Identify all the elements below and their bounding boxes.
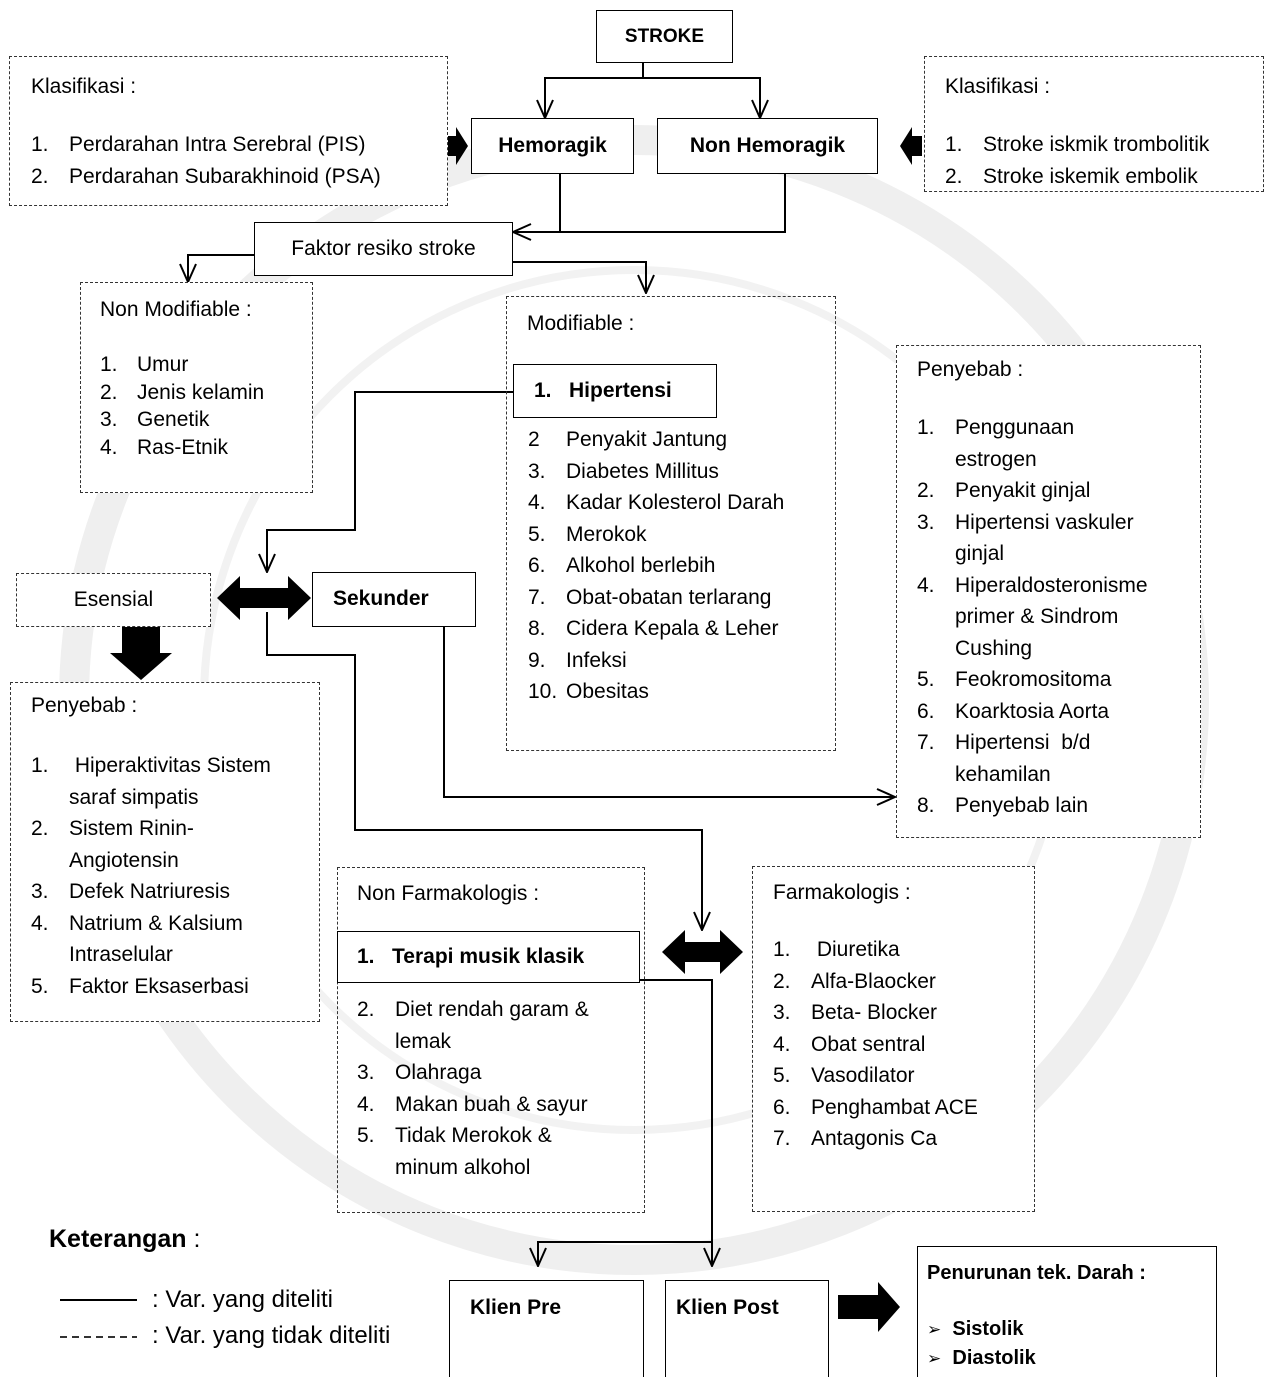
hemoragik-klasifikasi-title: Klasifikasi : <box>31 75 137 98</box>
list-item: 3.Beta- Blocker <box>773 1001 938 1024</box>
modifiable-title: Modifiable : <box>527 312 635 335</box>
farmakologis-title: Farmakologis : <box>773 881 911 904</box>
list-item: 6.Koarktosia Aorta <box>917 699 1110 723</box>
stroke-label: STROKE <box>624 26 705 47</box>
list-item: 2.Penyakit ginjal <box>917 479 1091 502</box>
penyebab-sekunder-box: Penyebab : 1.Penggunaan estrogen 2.Penya… <box>896 345 1201 838</box>
list-item: 3.Genetik <box>100 408 210 431</box>
list-item: 5.Vasodilator <box>773 1064 915 1087</box>
klien-pre-label: Klien Pre <box>470 1296 562 1319</box>
faktor-resiko-box: Faktor resiko stroke <box>254 222 513 276</box>
non-farmakologis-box: Non Farmakologis : 2.Diet rendah garam &… <box>337 867 645 1213</box>
list-item: 4.Hiperaldosteronisme primer & Sindrom C… <box>917 573 1148 660</box>
list-item: 8.Penyebab lain <box>917 794 1089 817</box>
list-item: 3.Hipertensi vaskuler ginjal <box>917 510 1134 566</box>
non-modifiable-box: Non Modifiable : 1.Umur 2.Jenis kelamin … <box>80 282 313 493</box>
stroke-box: STROKE <box>596 10 733 63</box>
penyebab-esensial-list: 1. Hiperaktivitas Sistem saraf simpatis … <box>31 750 316 1002</box>
list-item: 6.Alkohol berlebih <box>528 554 716 577</box>
list-item: 8.Cidera Kepala & Leher <box>528 617 779 640</box>
hemoragik-klasifikasi-box: Klasifikasi : 1.Perdarahan Intra Serebra… <box>9 56 448 206</box>
list-item: 6.Penghambat ACE <box>773 1095 978 1119</box>
non-farmakologis-title: Non Farmakologis : <box>357 882 540 905</box>
faktor-resiko-label: Faktor resiko stroke <box>291 237 476 260</box>
klien-pre-box: Klien Pre <box>449 1280 644 1377</box>
list-item: 4.Natrium & Kalsium Intraselular <box>31 911 243 967</box>
list-item: 7.Antagonis Ca <box>773 1127 938 1150</box>
list-item: 2.Perdarahan Subarakhinoid (PSA) <box>31 164 381 188</box>
list-item: 5.Merokok <box>528 522 647 546</box>
non-farmakologis-list: 2.Diet rendah garam & lemak 3.Olahraga 4… <box>357 994 642 1183</box>
list-item: 4.Kadar Kolesterol Darah <box>528 491 785 514</box>
klien-post-label: Klien Post <box>676 1296 779 1319</box>
terapi-musik-label: 1. Terapi musik klasik <box>357 945 585 968</box>
terapi-musik-box: 1. Terapi musik klasik <box>337 931 640 983</box>
penyebab-sekunder-list: 1.Penggunaan estrogen 2.Penyakit ginjal … <box>917 412 1197 822</box>
list-item: 4.Makan buah & sayur <box>357 1092 588 1116</box>
non-modifiable-title: Non Modifiable : <box>100 298 252 321</box>
sistolik-item: ➢ Sistolik <box>927 1318 1024 1340</box>
penyebab-sekunder-title: Penyebab : <box>917 358 1024 381</box>
list-item: 5.Tidak Merokok & minum alkohol <box>357 1124 552 1179</box>
list-item: 4.Obat sentral <box>773 1032 926 1056</box>
farmakologis-list: 1. Diuretika 2.Alfa-Blaocker 3.Beta- Blo… <box>773 934 1033 1155</box>
klien-post-box: Klien Post <box>665 1280 829 1377</box>
list-item: 9.Infeksi <box>528 648 627 672</box>
non-hemoragik-box: Non Hemoragik <box>657 118 878 174</box>
hemoragik-klasifikasi-list: 1.Perdarahan Intra Serebral (PIS) 2.Perd… <box>31 129 446 192</box>
list-item: 3.Olahraga <box>357 1061 482 1084</box>
list-item: 2.Stroke iskemik embolik <box>945 164 1198 188</box>
list-item: 3.Defek Natriuresis <box>31 880 231 903</box>
esensial-label: Esensial <box>73 588 154 611</box>
penurunan-title: Penurunan tek. Darah : <box>927 1262 1146 1284</box>
esensial-box: Esensial <box>16 573 211 627</box>
non-modifiable-list: 1.Umur 2.Jenis kelamin 3.Genetik 4.Ras-E… <box>100 351 310 461</box>
list-item: 1.Umur <box>100 353 189 376</box>
non-hemoragik-klasifikasi-list: 1.Stroke iskmik trombolitik 2.Stroke isk… <box>945 129 1260 191</box>
hipertensi-label: 1. Hipertensi <box>534 379 672 402</box>
legend-dashed-label: : Var. yang tidak diteliti <box>152 1322 391 1349</box>
non-hemoragik-klasifikasi-title: Klasifikasi : <box>945 75 1051 98</box>
list-item: 10.Obesitas <box>528 680 649 703</box>
hipertensi-box: 1. Hipertensi <box>513 364 717 418</box>
list-item: 1. Diuretika <box>773 938 900 961</box>
diastolik-item: ➢ Diastolik <box>927 1347 1036 1369</box>
keterangan-title: Keterangan : <box>49 1225 201 1253</box>
penyebab-esensial-box: Penyebab : 1. Hiperaktivitas Sistem sara… <box>10 682 320 1022</box>
list-item: 2.Jenis kelamin <box>100 380 265 404</box>
list-item: 2.Diet rendah garam & lemak <box>357 998 589 1053</box>
list-item: 2.Alfa-Blaocker <box>773 969 936 993</box>
list-item: 2.Sistem Rinin-Angiotensin <box>31 817 194 872</box>
hemoragik-label: Hemoragik <box>498 134 607 157</box>
list-item: 5.Feokromositoma <box>917 668 1112 691</box>
sekunder-box: Sekunder <box>312 572 476 627</box>
non-hemoragik-label: Non Hemoragik <box>689 134 846 157</box>
list-item: 7.Hipertensi b/d kehamilan <box>917 731 1097 786</box>
list-item: 1.Perdarahan Intra Serebral (PIS) <box>31 133 366 156</box>
penurunan-box: Penurunan tek. Darah : ➢ Sistolik ➢ Dias… <box>917 1246 1217 1377</box>
list-item: 7.Obat-obatan terlarang <box>528 585 772 609</box>
list-item: 5.Faktor Eksaserbasi <box>31 974 249 998</box>
list-item: 3.Diabetes Millitus <box>528 459 719 483</box>
sekunder-label: Sekunder <box>333 587 429 610</box>
list-item: 1. Hiperaktivitas Sistem saraf simpatis <box>31 754 277 809</box>
legend-solid-label: : Var. yang diteliti <box>152 1286 333 1313</box>
penyebab-esensial-title: Penyebab : <box>31 694 138 717</box>
list-item: 1.Penggunaan estrogen <box>917 416 1075 471</box>
hemoragik-box: Hemoragik <box>471 118 634 174</box>
list-item: 4.Ras-Etnik <box>100 435 229 459</box>
farmakologis-box: Farmakologis : 1. Diuretika 2.Alfa-Blaoc… <box>752 866 1035 1212</box>
non-hemoragik-klasifikasi-box: Klasifikasi : 1.Stroke iskmik tromboliti… <box>924 56 1264 192</box>
list-item: 1.Stroke iskmik trombolitik <box>945 133 1210 156</box>
